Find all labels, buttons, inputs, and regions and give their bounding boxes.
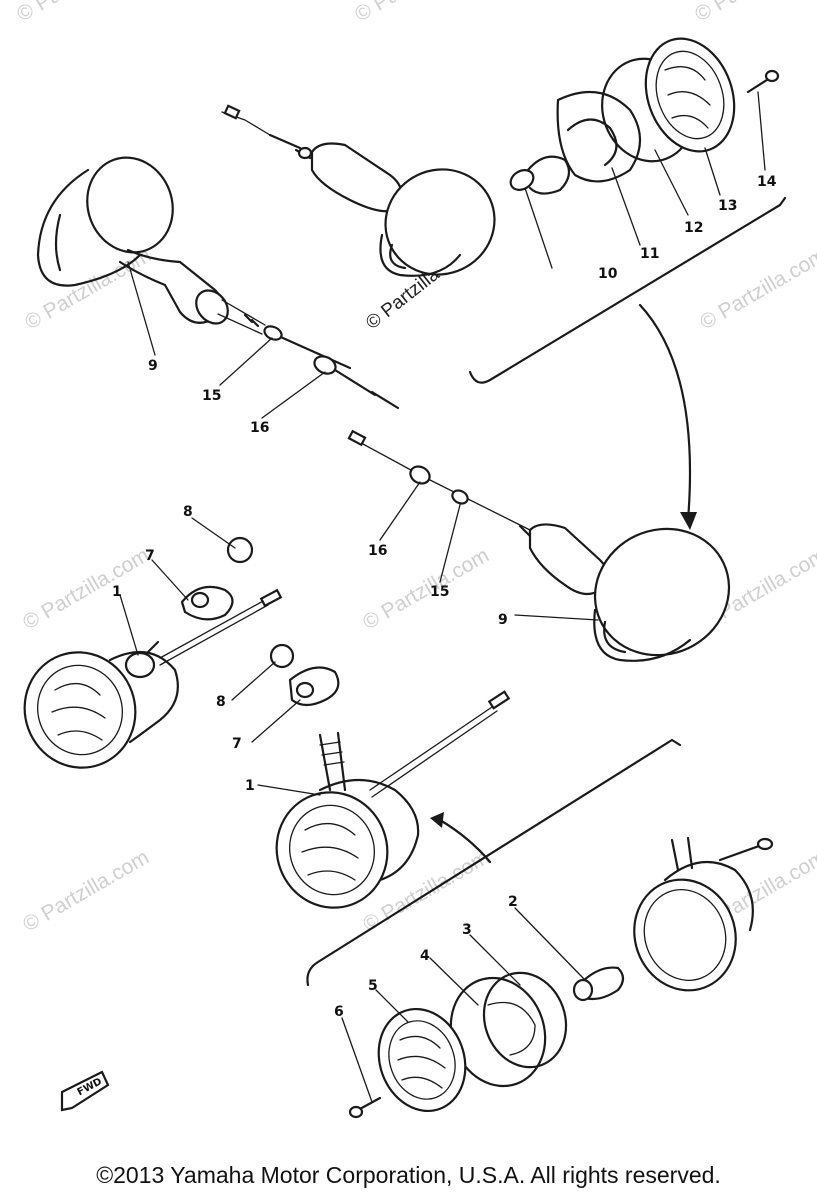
watermark-row2-left: © Partzilla.com xyxy=(21,244,155,335)
callout-7-center: 7 xyxy=(232,736,242,752)
callout-15-middle: 15 xyxy=(430,584,449,600)
callout-9-top: 9 xyxy=(148,358,158,374)
watermark-row2-right: © Partzilla.com xyxy=(696,244,817,335)
callout-numbers: 9 15 16 10 11 12 13 14 16 15 9 8 7 1 8 7… xyxy=(112,174,777,1020)
leader-lines xyxy=(119,91,766,1103)
group-bracket-bottom xyxy=(306,738,682,987)
callout-10: 10 xyxy=(598,266,618,282)
callout-9-middle: 9 xyxy=(498,612,508,628)
arrowhead-top xyxy=(680,512,697,530)
copyright-notice: ©2013 Yamaha Motor Corporation, U.S.A. A… xyxy=(96,1162,721,1188)
rear-turn-signal-right-top xyxy=(221,104,496,277)
assembly-arrow-bottom xyxy=(438,818,492,864)
callout-12: 12 xyxy=(684,220,703,236)
callout-3: 3 xyxy=(462,922,472,938)
forward-direction-marker: FWD xyxy=(60,1070,110,1112)
rear-turn-signal-middle xyxy=(347,429,731,662)
watermark-row4-left: © Partzilla.com xyxy=(19,846,153,937)
callout-2: 2 xyxy=(508,894,518,910)
front-lens-exploded xyxy=(348,836,774,1119)
callout-4: 4 xyxy=(420,948,430,964)
callout-16-middle: 16 xyxy=(368,543,387,559)
callout-7-left: 7 xyxy=(145,548,155,564)
watermark-top-right: © Partzilla.com xyxy=(691,0,817,26)
assembly-arrow-top xyxy=(638,303,692,522)
callout-8-center: 8 xyxy=(216,694,226,710)
callout-5: 5 xyxy=(368,978,378,994)
callout-1-left: 1 xyxy=(112,584,122,600)
callout-16-top: 16 xyxy=(250,420,269,436)
rear-lens-exploded xyxy=(509,37,780,195)
watermark-top-mid: © Partzilla.com xyxy=(351,0,485,26)
watermark-row3-left: © Partzilla.com xyxy=(19,544,153,635)
group-bracket-top xyxy=(468,196,787,384)
rear-turn-signal-left xyxy=(36,156,400,410)
watermark-top-left: © Partzilla.com xyxy=(13,0,147,26)
front-turn-signal-left xyxy=(23,536,283,769)
callout-13: 13 xyxy=(718,198,737,214)
callout-14: 14 xyxy=(757,174,777,190)
callout-11: 11 xyxy=(640,246,659,262)
front-turn-signal-center xyxy=(269,643,511,909)
callout-6: 6 xyxy=(334,1004,344,1020)
arrowhead-bottom xyxy=(430,812,444,828)
callout-8-left: 8 xyxy=(183,504,193,520)
callout-15-top: 15 xyxy=(202,388,221,404)
callout-1-center: 1 xyxy=(245,778,255,794)
